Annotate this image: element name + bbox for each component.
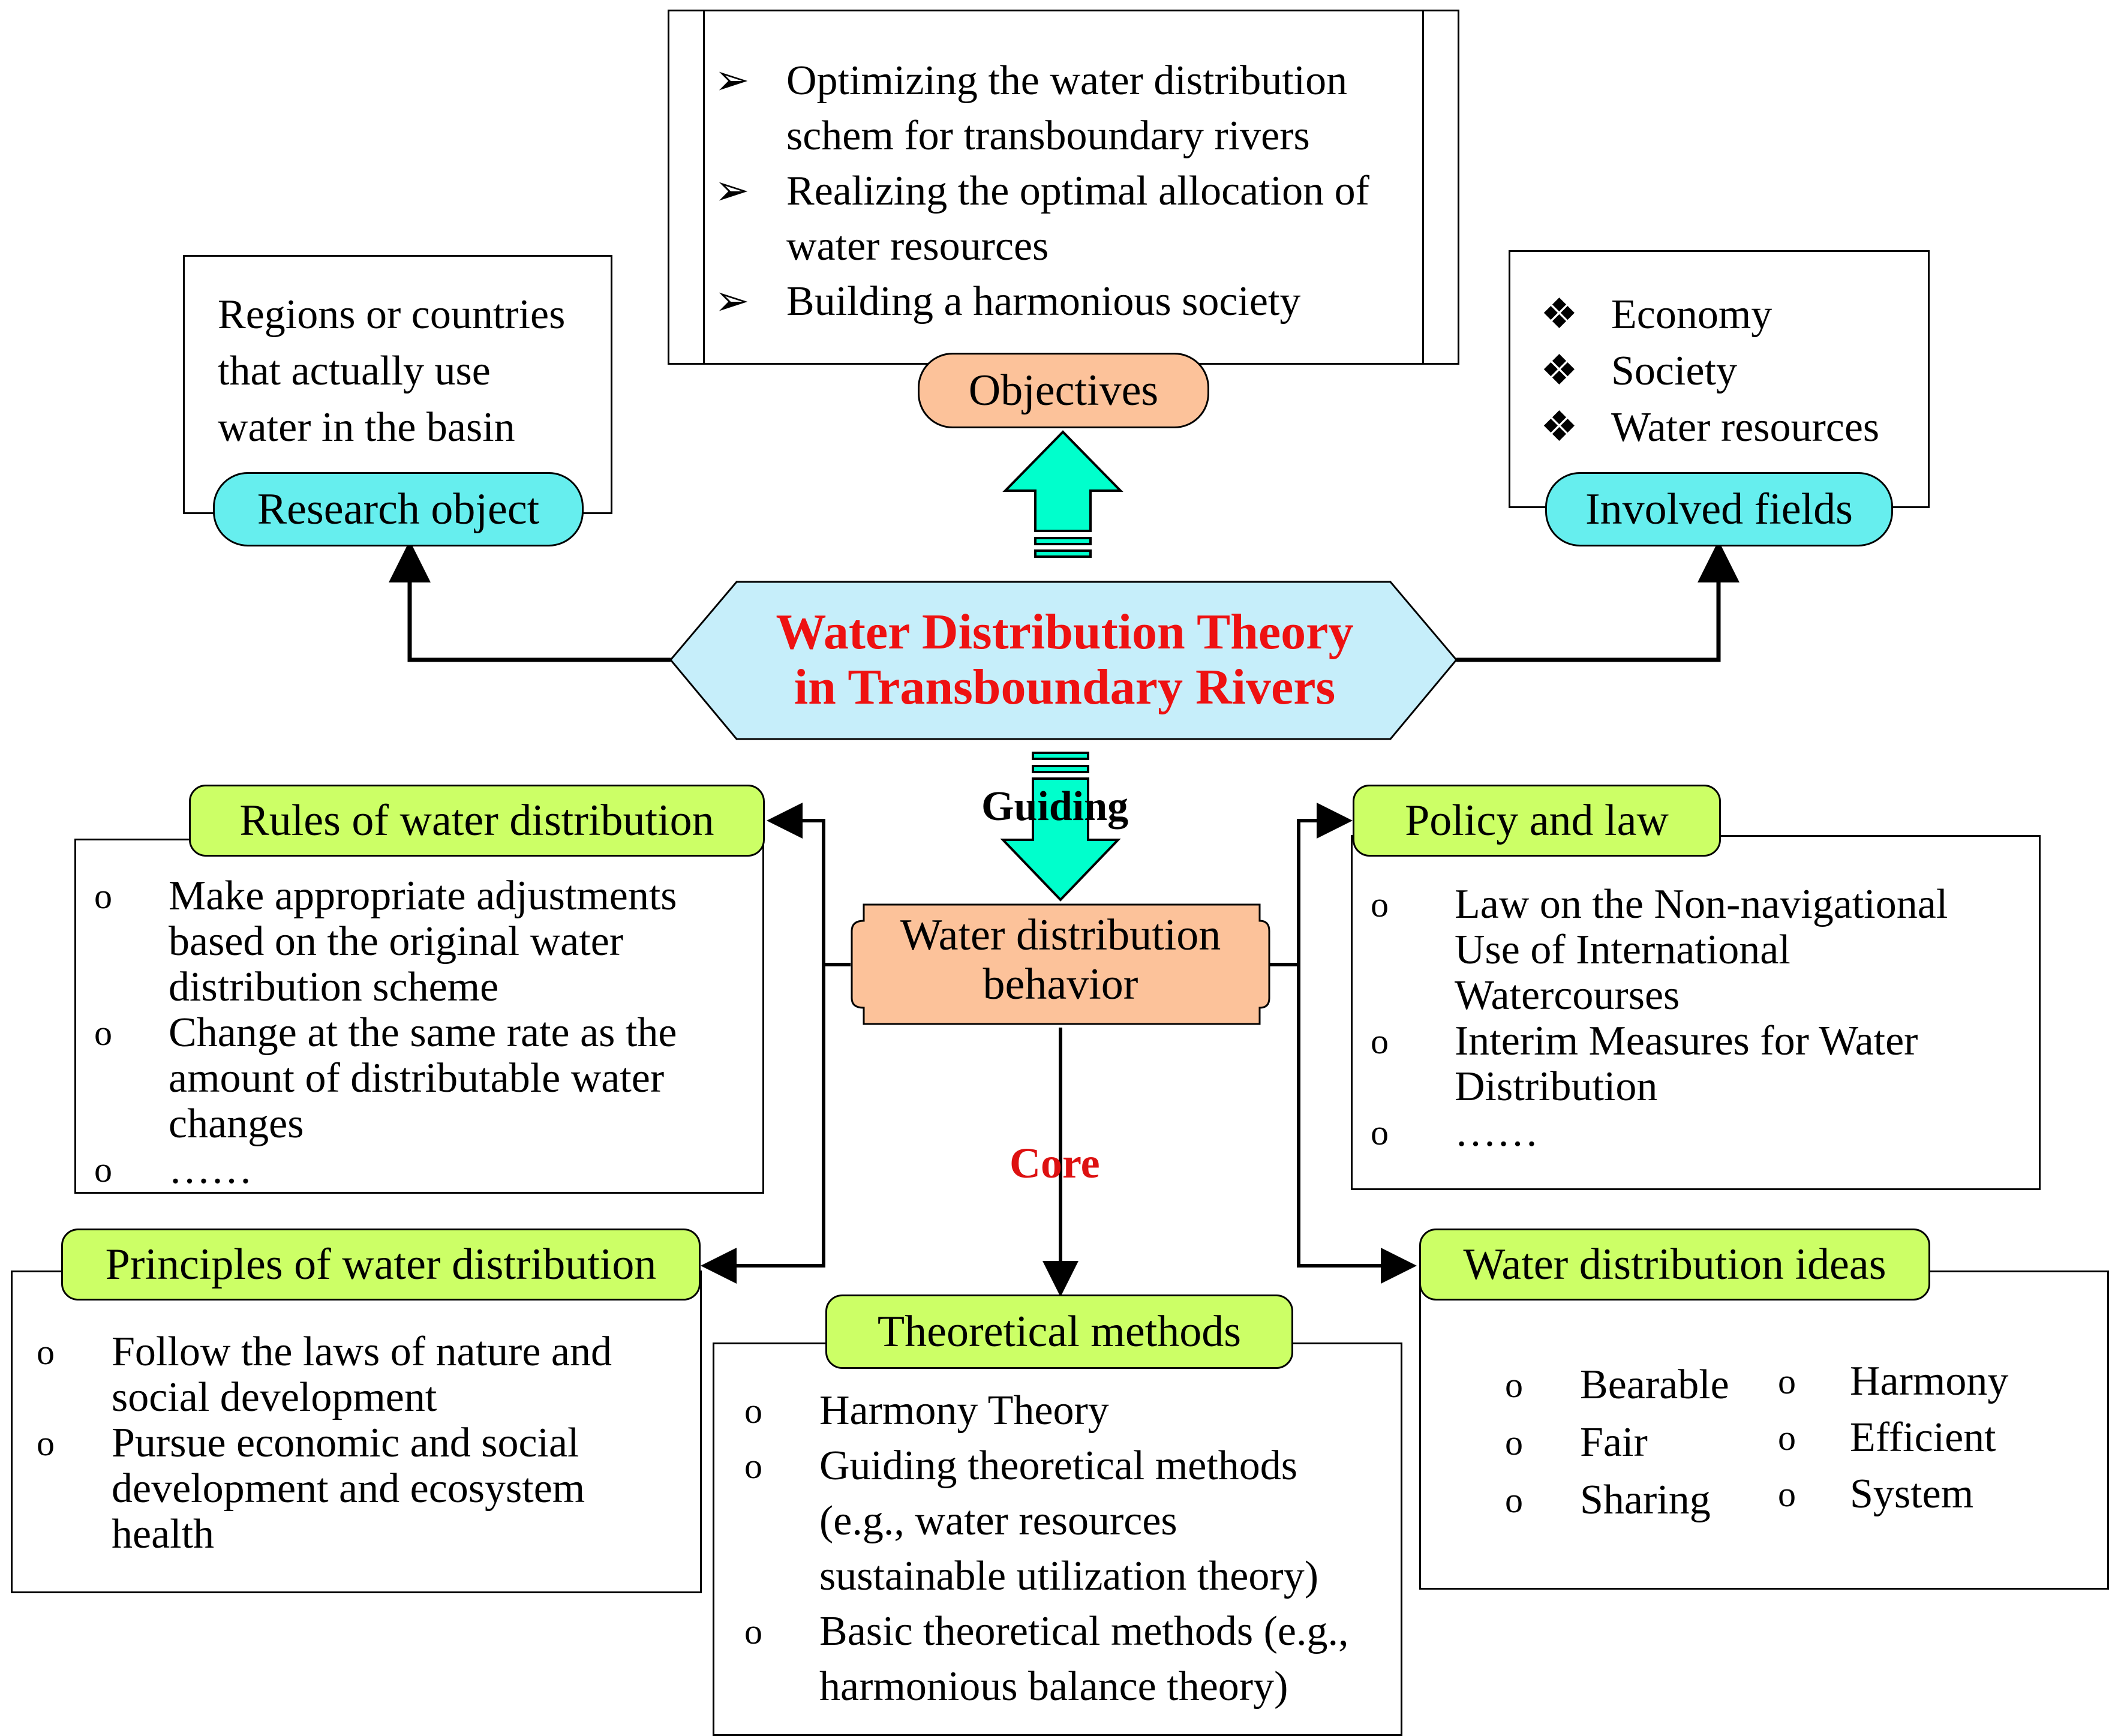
objectives-up-arrow [1002, 430, 1123, 558]
circle-bullet-icon: o [1371, 1022, 1389, 1061]
arrow-bullet-icon: ➢ [714, 278, 750, 325]
policy-item: o…… [1371, 1109, 1539, 1155]
circle-bullet-icon: o [37, 1423, 55, 1463]
circle-bullet-icon: o [1505, 1365, 1523, 1405]
diamond-bullet-icon: ❖ [1540, 292, 1578, 338]
diamond-bullet-icon: ❖ [1540, 348, 1578, 394]
circle-bullet-icon: o [94, 1013, 112, 1053]
circle-bullet-icon: o [94, 1150, 112, 1190]
involved-fields-item: ❖Society [1540, 343, 1879, 400]
rules-label: Rules of water distribution [189, 785, 765, 857]
connector-policy [1269, 803, 1353, 966]
connector-involved-fields [1456, 540, 1740, 662]
circle-bullet-icon: o [1778, 1474, 1796, 1514]
guiding-down-arrow [1000, 752, 1121, 902]
involved-fields-list: ❖Economy ❖Society ❖Water resources [1540, 287, 1879, 456]
research-object-label: Research object [213, 472, 584, 546]
circle-bullet-icon: o [37, 1332, 55, 1372]
ideas-label: Water distribution ideas [1419, 1229, 1930, 1301]
connector-ideas [1297, 965, 1417, 1284]
circle-bullet-icon: o [1505, 1480, 1523, 1520]
objectives-inner-rule-right [1422, 11, 1424, 363]
connector-principles [701, 965, 825, 1284]
involved-fields-label: Involved fields [1545, 472, 1893, 546]
objectives-inner-rule-left [703, 11, 705, 363]
arrow-bullet-icon: ➢ [714, 168, 750, 214]
circle-bullet-icon: o [744, 1446, 762, 1486]
involved-fields-item: ❖Water resources [1540, 400, 1879, 456]
central-hexagon [669, 581, 1458, 740]
behavior-shape [851, 903, 1270, 1025]
principles-label: Principles of water distribution [61, 1229, 701, 1301]
circle-bullet-icon: o [1778, 1362, 1796, 1401]
methods-label: Theoretical methods [825, 1295, 1293, 1369]
connector-research-object [389, 540, 671, 662]
circle-bullet-icon: o [94, 876, 112, 916]
core-label: Core [1010, 1139, 1100, 1187]
circle-bullet-icon: o [1778, 1418, 1796, 1458]
research-object-text: Regions or countries that actually use w… [218, 292, 566, 450]
circle-bullet-icon: o [744, 1612, 762, 1651]
circle-bullet-icon: o [1371, 885, 1389, 924]
circle-bullet-icon: o [1505, 1423, 1523, 1462]
circle-bullet-icon: o [1371, 1113, 1389, 1152]
arrow-bullet-icon: ➢ [714, 58, 750, 104]
involved-fields-box: ❖Economy ❖Society ❖Water resources [1509, 250, 1930, 508]
circle-bullet-icon: o [744, 1391, 762, 1431]
involved-fields-item: ❖Economy [1540, 287, 1879, 343]
rules-item: o…… [94, 1146, 253, 1193]
objectives-item: ➢Building a harmonious society [714, 274, 1369, 329]
connector-rules [767, 803, 851, 966]
guiding-label: Guiding [981, 783, 1129, 830]
behavior-label: Water distribution behavior [900, 911, 1221, 1009]
objectives-label: Objectives [918, 353, 1209, 428]
research-object-box: Regions or countries that actually use w… [183, 255, 612, 514]
central-title: Water Distribution Theory in Transbounda… [776, 604, 1354, 715]
diamond-bullet-icon: ❖ [1540, 404, 1578, 450]
policy-label: Policy and law [1353, 785, 1721, 857]
